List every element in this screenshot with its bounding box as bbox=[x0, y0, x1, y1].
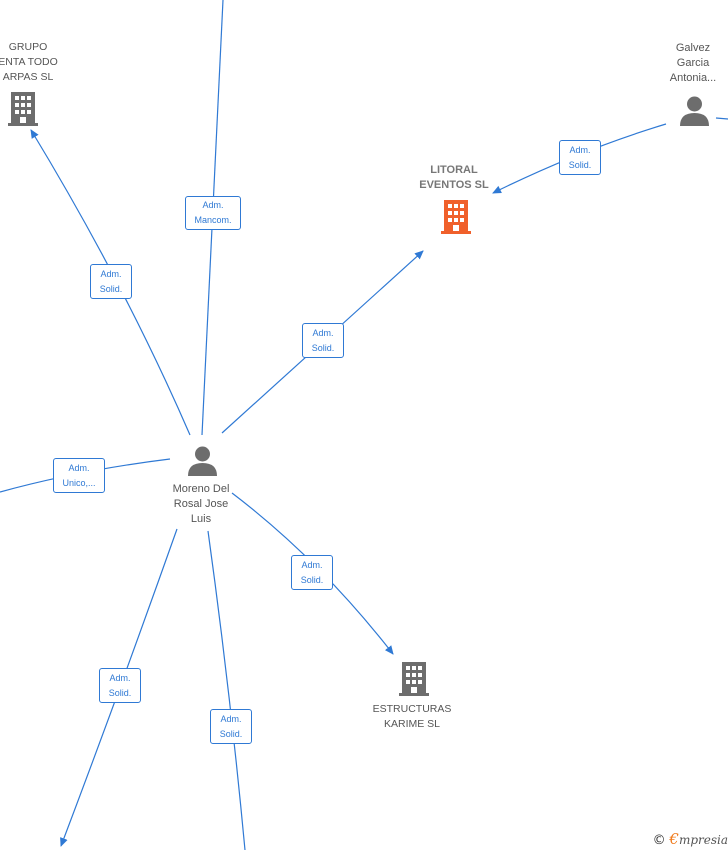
relation-type: Unico,... bbox=[62, 477, 96, 488]
relation-label-unico[interactable]: Adm. Unico,... bbox=[53, 458, 105, 493]
relation-type: Solid. bbox=[108, 687, 132, 698]
building-icon[interactable] bbox=[441, 200, 471, 234]
relation-label-mancom[interactable]: Adm. Mancom. bbox=[185, 196, 241, 230]
edge-top-right-person-to-right bbox=[715, 117, 728, 120]
relation-label-solid-bottom[interactable]: Adm. Solid. bbox=[210, 709, 252, 744]
edge-center-to-bottom bbox=[207, 530, 246, 850]
relation-role: Adm. bbox=[68, 462, 90, 473]
brand-logo-text: mpresia bbox=[678, 833, 728, 847]
relation-label-solid-top-left[interactable]: Adm. Solid. bbox=[90, 264, 132, 299]
relation-type: Solid. bbox=[99, 283, 123, 294]
relation-role: Adm. bbox=[312, 327, 334, 338]
relation-role: Adm. bbox=[100, 268, 122, 279]
relation-role: Adm. bbox=[301, 559, 323, 570]
relation-role: Adm. bbox=[202, 200, 224, 210]
person-label-top-right[interactable]: Galvez Garcia Antonia... bbox=[669, 42, 717, 84]
relation-type: Solid. bbox=[219, 728, 243, 739]
relation-type: Mancom. bbox=[194, 215, 232, 225]
building-icon[interactable] bbox=[399, 662, 429, 696]
brand-watermark: © €mpresia bbox=[653, 830, 728, 848]
relation-label-solid-focus[interactable]: Adm. Solid. bbox=[302, 323, 344, 358]
relation-type: Solid. bbox=[300, 574, 324, 585]
relation-role: Adm. bbox=[109, 672, 131, 683]
relation-type: Solid. bbox=[568, 159, 592, 170]
relation-type: Solid. bbox=[311, 342, 335, 353]
building-icon[interactable] bbox=[8, 92, 38, 126]
person-icon[interactable] bbox=[680, 96, 709, 126]
relation-role: Adm. bbox=[569, 144, 591, 155]
person-icon[interactable] bbox=[188, 446, 217, 476]
copyright-symbol: © bbox=[652, 833, 666, 848]
focus-company-label[interactable]: LITORAL EVENTOS SL bbox=[419, 164, 489, 191]
company-label-top-left[interactable]: GRUPO ENTA TODO ARPAS SL bbox=[0, 41, 58, 83]
person-label-center[interactable]: Moreno Del Rosal Jose Luis bbox=[172, 483, 230, 525]
relation-label-solid-bottom-left[interactable]: Adm. Solid. bbox=[99, 668, 141, 703]
brand-logo-initial: € bbox=[669, 830, 679, 848]
relation-role: Adm. bbox=[220, 713, 242, 724]
relation-label-solid-top-right[interactable]: Adm. Solid. bbox=[559, 140, 601, 175]
company-label-bottom[interactable]: ESTRUCTURAS KARIME SL bbox=[372, 703, 452, 730]
relation-label-solid-bottom-company[interactable]: Adm. Solid. bbox=[291, 555, 333, 590]
